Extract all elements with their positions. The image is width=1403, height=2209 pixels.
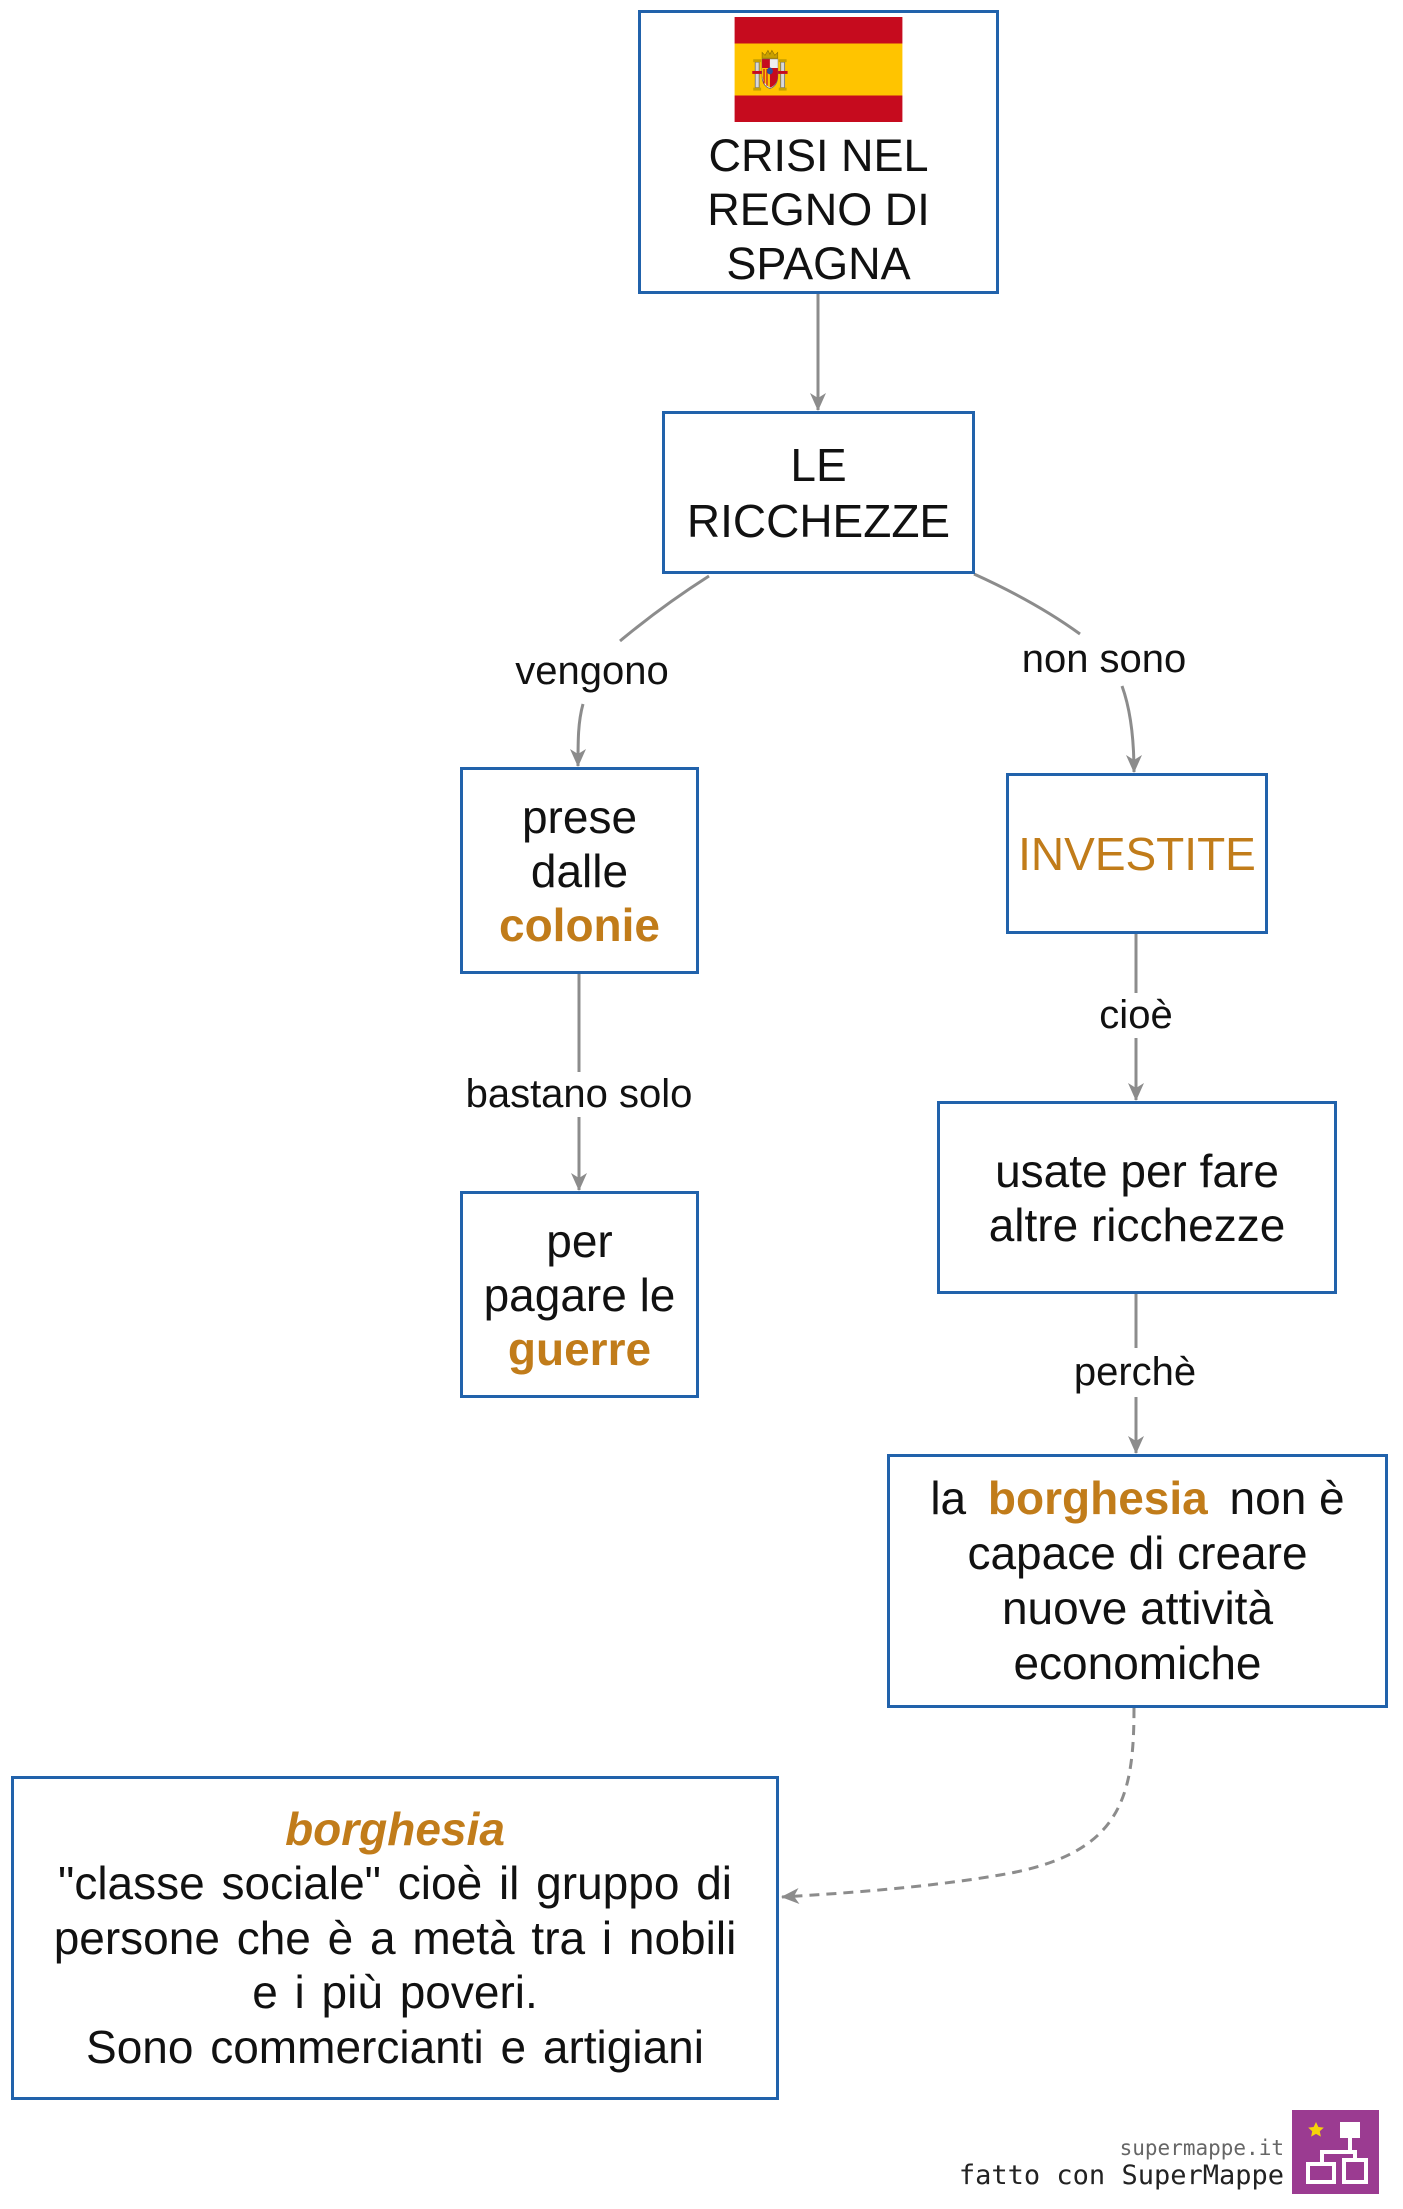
definition-line: "classe sociale" cioè il gruppo di <box>58 1857 732 1910</box>
title-line: SPAGNA <box>726 238 911 289</box>
edge-label-bastano-solo: bastano solo <box>465 1072 693 1116</box>
edge-label-cioe: cioè <box>1099 993 1173 1037</box>
connector-bourgeoisie-to-definition <box>781 1707 1136 1904</box>
bourgeoisie-first-line: la borghesia non è <box>930 1471 1344 1526</box>
bourgeoisie-node: la borghesia non è capace di creare nuov… <box>887 1454 1388 1708</box>
bourgeoisie-line: economiche <box>1013 1637 1262 1689</box>
bourgeoisie-line: capace di creare <box>967 1527 1308 1579</box>
bourgeoisie-line: nuove attività <box>1001 1582 1274 1634</box>
edge-label-perche: perchè <box>1073 1350 1197 1394</box>
title-line: CRISI NEL <box>708 130 929 181</box>
edge-label-non-sono: non sono <box>1021 637 1187 681</box>
definition-term: borghesia <box>285 1802 505 1855</box>
used-for-riches-node: usate per fare altre ricchezze <box>937 1101 1337 1294</box>
logo-star-icon <box>1308 2122 1324 2137</box>
invested-keyword: INVESTITE <box>1018 827 1256 880</box>
supermappe-logo-icon <box>1292 2110 1379 2194</box>
wars-line: pagare le <box>483 1268 676 1321</box>
wars-node: per pagare le guerre <box>460 1191 699 1398</box>
footer-credit: fatto con SuperMappe <box>958 2160 1284 2191</box>
logo-map-shape <box>1306 2122 1368 2184</box>
title-text: CRISI NEL REGNO DI SPAGNA <box>707 129 930 291</box>
bourgeoisie-first-before: la <box>930 1472 967 1524</box>
flag-bottom-stripe <box>734 95 903 122</box>
connector-vengono-to-colonies <box>570 703 587 767</box>
colonies-line: prese <box>521 790 638 843</box>
riches-line: RICCHEZZE <box>686 494 951 547</box>
connector-riches-to-non-sono <box>973 572 1081 636</box>
used-line: altre ricchezze <box>988 1198 1286 1251</box>
colonies-node: prese dalle colonie <box>460 767 699 974</box>
definition-node: borghesia "classe sociale" cioè il grupp… <box>11 1776 779 2100</box>
edge-label-vengono: vengono <box>515 649 669 693</box>
wars-keyword: guerre <box>507 1322 652 1375</box>
footer-site-url: supermappe.it <box>1119 2136 1284 2160</box>
definition-line: persone che è a metà tra i nobili <box>53 1911 737 1964</box>
wars-line: per <box>546 1214 613 1267</box>
title-line: REGNO DI <box>707 184 930 235</box>
definition-line: e i più poveri. <box>252 1966 538 2019</box>
riches-line: LE <box>790 438 847 491</box>
colonies-keyword: colonie <box>498 898 661 951</box>
connector-riches-to-vengono <box>619 574 710 643</box>
bourgeoisie-first-after: non è <box>1229 1472 1345 1524</box>
spain-flag-icon <box>734 17 903 122</box>
used-line: usate per fare <box>995 1144 1279 1197</box>
coat-of-arms-icon <box>752 49 788 91</box>
riches-node: LE RICCHEZZE <box>662 411 975 574</box>
bourgeoisie-keyword: borghesia <box>987 1472 1208 1524</box>
colonies-line: dalle <box>530 844 629 897</box>
title-node: CRISI NEL REGNO DI SPAGNA <box>638 10 999 294</box>
flag-top-stripe <box>734 17 903 44</box>
invested-node: INVESTITE <box>1006 773 1268 934</box>
definition-line: Sono commercianti e artigiani <box>86 2020 704 2073</box>
connector-non-sono-to-invested <box>1120 685 1142 773</box>
